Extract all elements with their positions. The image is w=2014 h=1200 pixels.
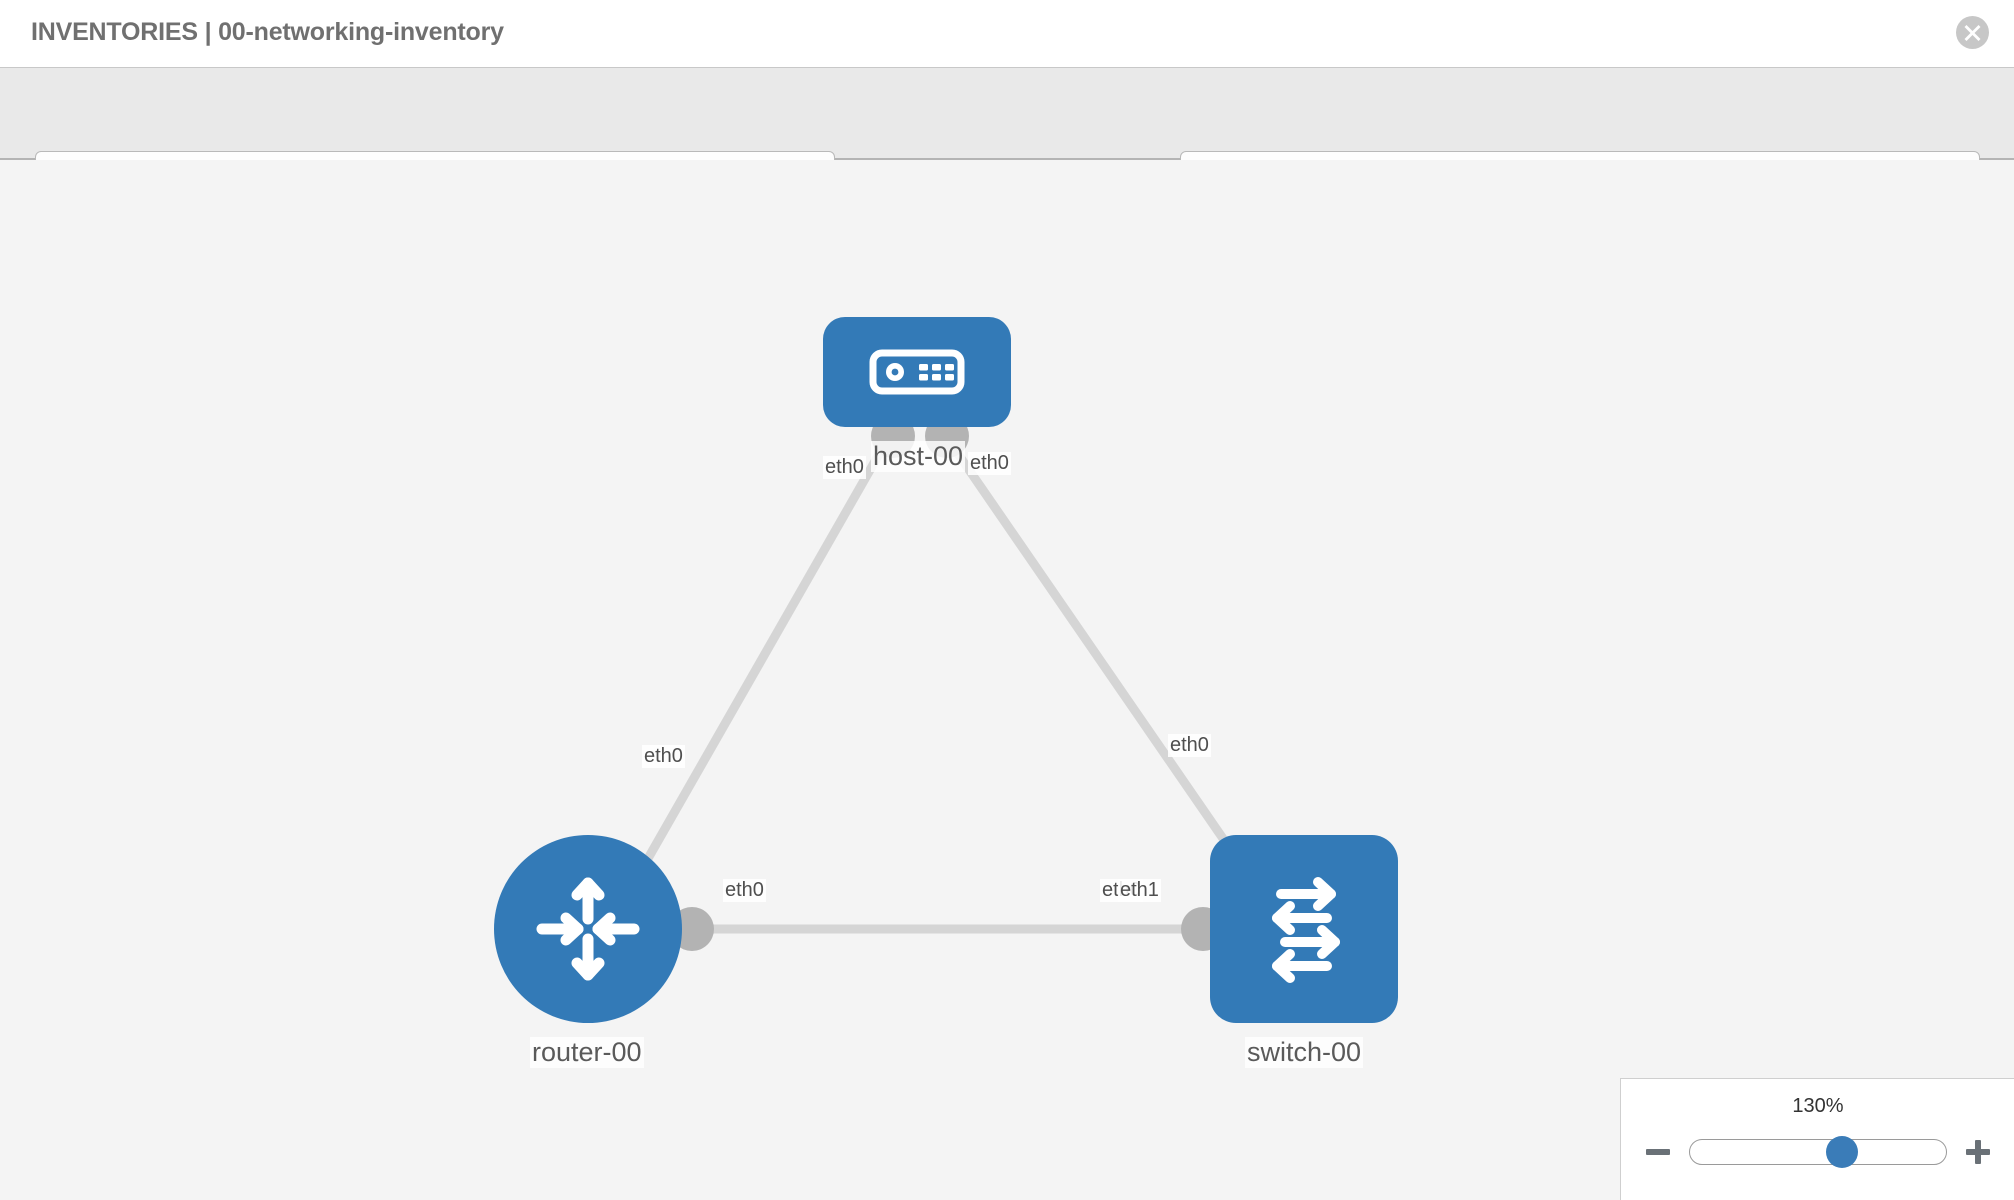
topology-node-host-00[interactable] bbox=[823, 317, 1011, 427]
server-icon bbox=[869, 349, 965, 395]
interface-label-router-uplink: eth0 bbox=[642, 745, 685, 768]
interface-label-router-right: eth0 bbox=[723, 879, 766, 902]
zoom-level-label: 130% bbox=[1792, 1095, 1844, 1117]
node-label-router-00: router-00 bbox=[530, 1037, 644, 1068]
node-label-host-00: host-00 bbox=[871, 441, 966, 472]
zoom-in-button[interactable] bbox=[1963, 1137, 1993, 1167]
node-label-switch-00: switch-00 bbox=[1245, 1037, 1364, 1068]
switch-arrows-icon bbox=[1272, 877, 1340, 983]
close-icon[interactable] bbox=[1956, 16, 1989, 49]
switch-node-shape bbox=[1210, 835, 1398, 1023]
page-title: INVENTORIES | 00-networking-inventory bbox=[31, 18, 504, 46]
zoom-control-panel: 130% bbox=[1620, 1078, 2014, 1200]
zoom-control-row bbox=[1621, 1131, 2014, 1173]
interface-label-host-right: eth0 bbox=[968, 452, 1011, 475]
interface-label-host-left: eth0 bbox=[823, 456, 866, 479]
interface-label-switch-uplink: eth0 bbox=[1168, 734, 1211, 757]
zoom-slider-thumb[interactable] bbox=[1825, 1136, 1858, 1168]
topology-edges bbox=[626, 414, 1259, 951]
router-arrows-icon bbox=[536, 877, 640, 981]
page-header: INVENTORIES | 00-networking-inventory bbox=[0, 0, 2014, 68]
toolbar: ACTIONS SEARCH bbox=[0, 68, 2014, 205]
zoom-slider[interactable] bbox=[1689, 1136, 1947, 1168]
host-node-shape bbox=[823, 317, 1011, 427]
interface-label-switch-left-eth1: eth1 bbox=[1118, 879, 1161, 902]
zoom-out-button[interactable] bbox=[1643, 1137, 1673, 1167]
topology-node-router-00[interactable] bbox=[494, 835, 682, 1023]
topology-node-switch-00[interactable] bbox=[1210, 835, 1398, 1023]
topology-canvas[interactable]: host-00 bbox=[0, 160, 2014, 1200]
router-node-shape bbox=[494, 835, 682, 1023]
